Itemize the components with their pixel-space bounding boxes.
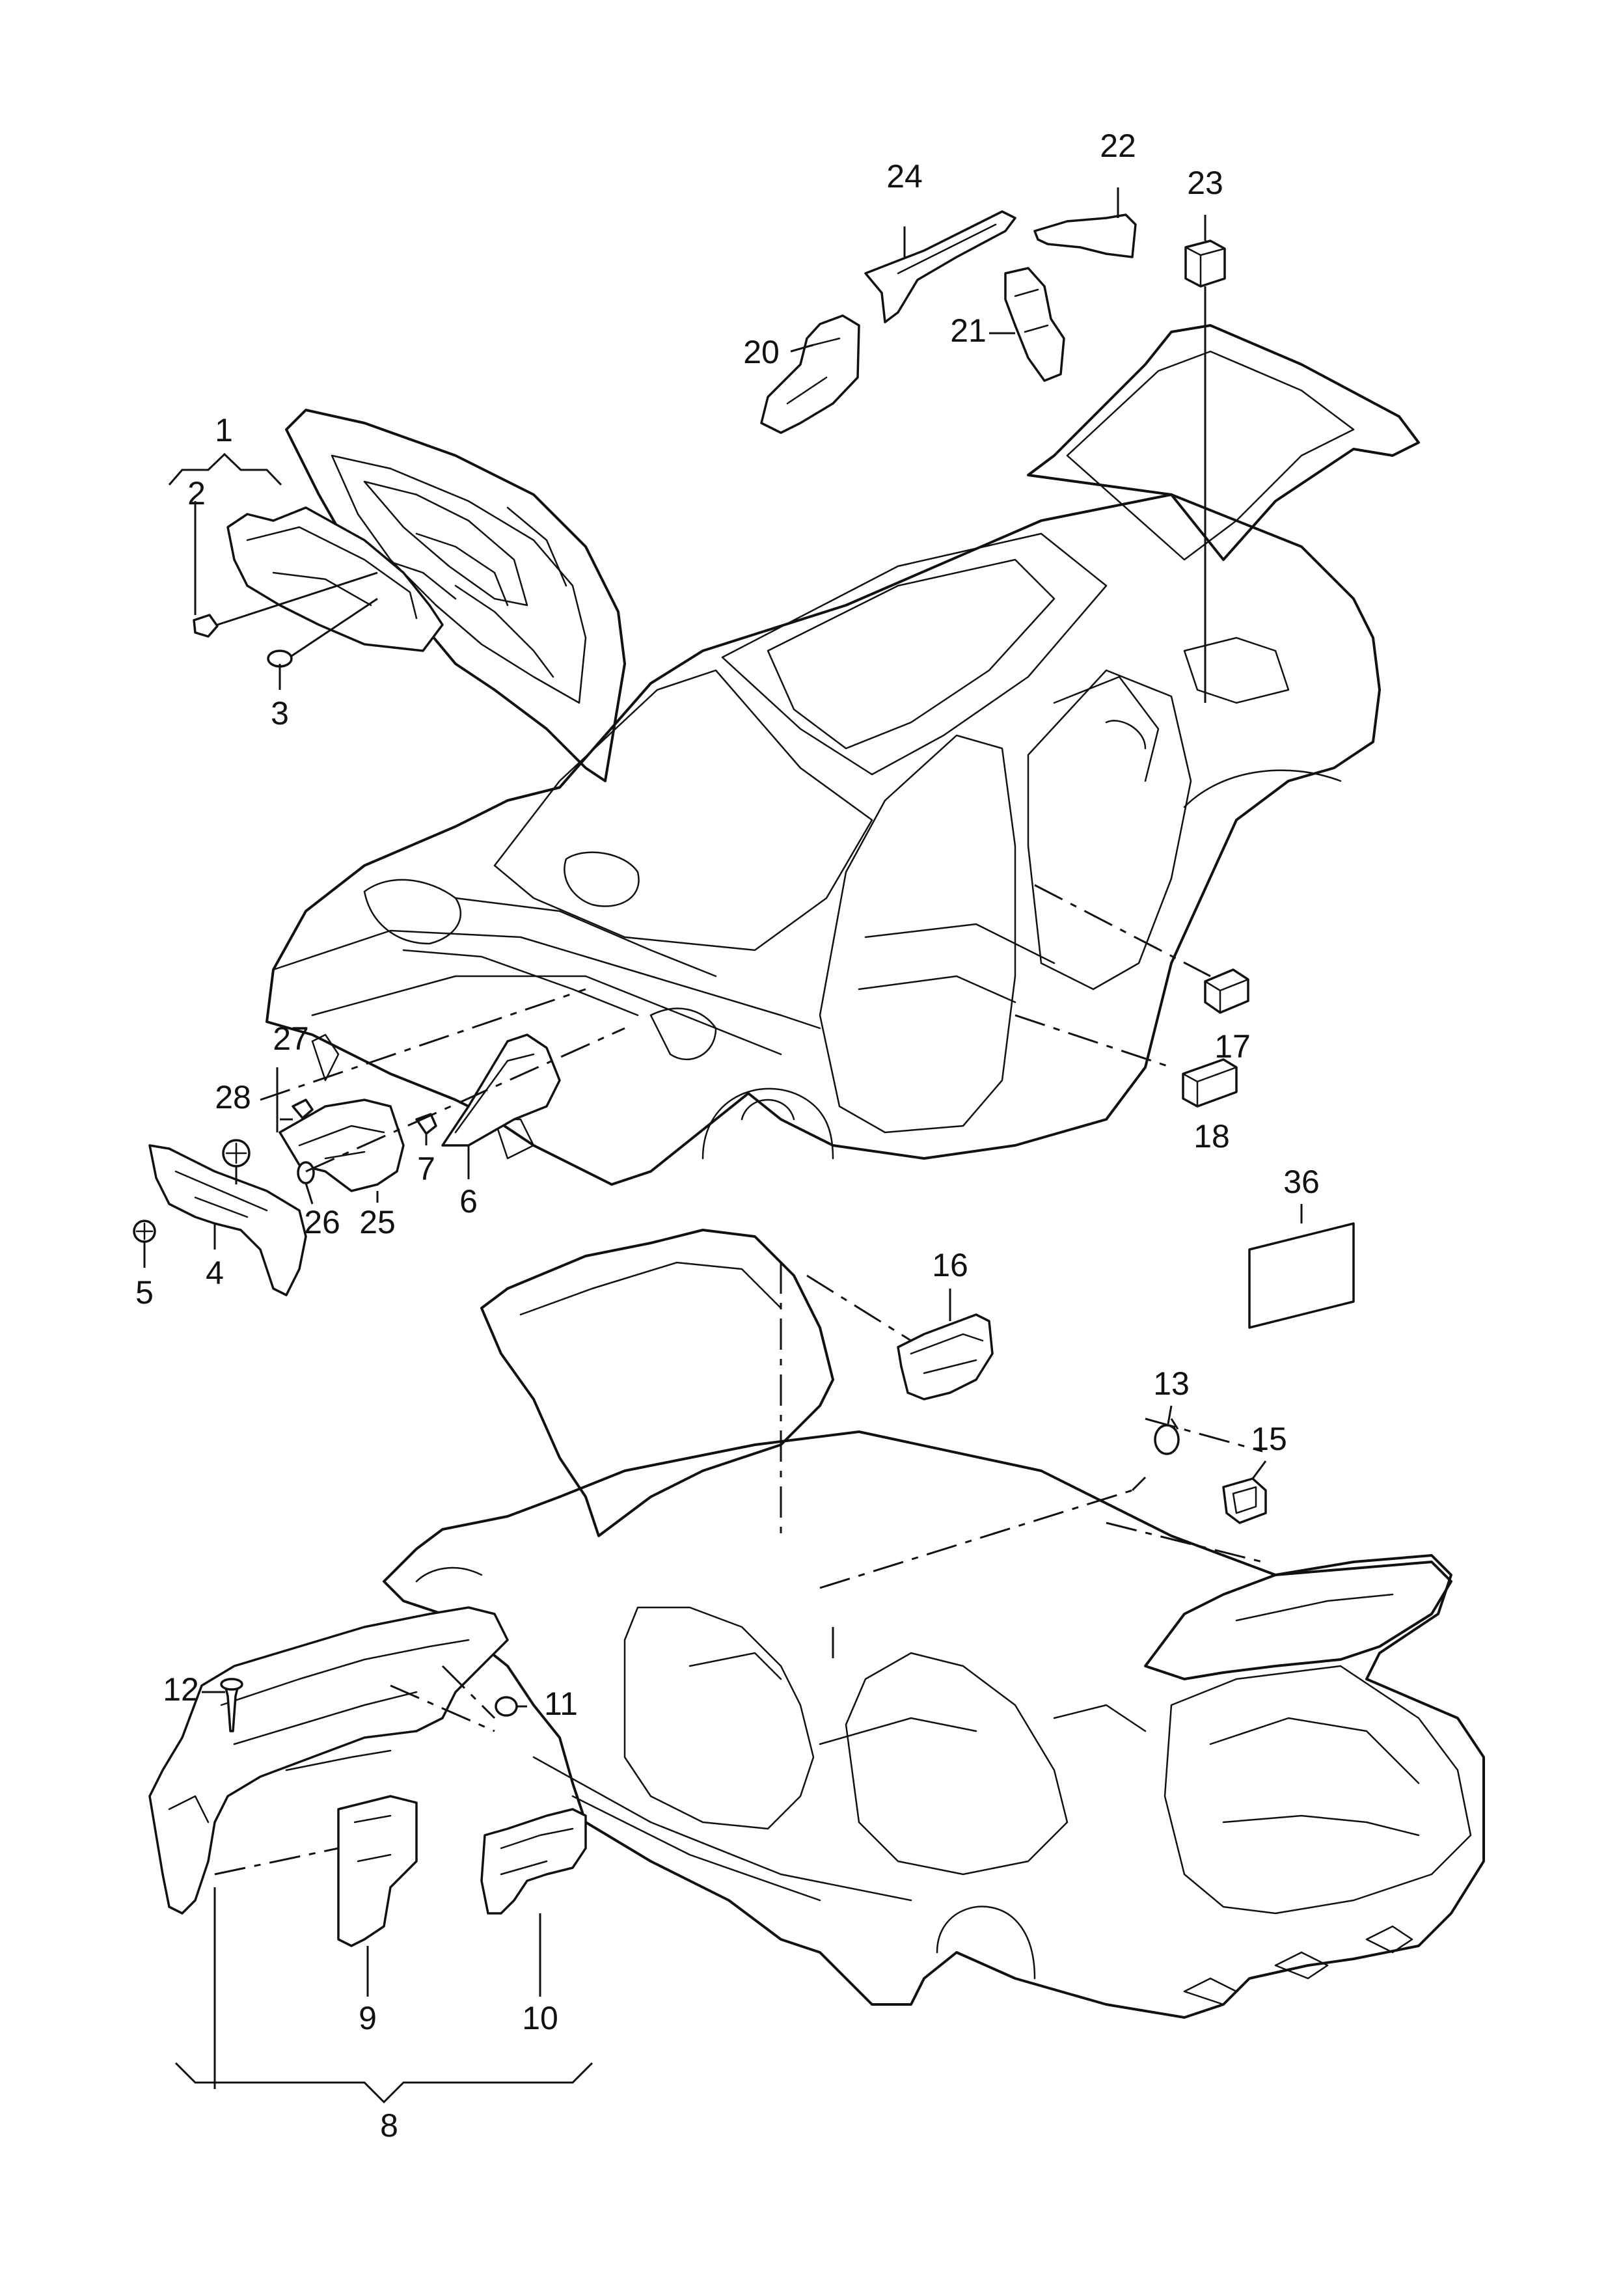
callout-1: 1 (215, 412, 233, 448)
callout-4: 4 (206, 1255, 224, 1291)
callout-15: 15 (1251, 1421, 1287, 1457)
callout-24: 24 (886, 158, 923, 195)
part-16 (897, 1313, 994, 1401)
callout-16: 16 (932, 1247, 968, 1283)
clip-part-15 (1222, 1477, 1267, 1524)
callout-8: 8 (380, 2107, 398, 2144)
block-part-18 (1182, 1058, 1238, 1108)
callout-12: 12 (163, 1671, 199, 1708)
callout-26: 26 (304, 1204, 340, 1240)
rear-reinforcement-parts (760, 210, 1226, 434)
callout-36: 36 (1283, 1164, 1320, 1200)
lower-dashboard-parts (148, 1606, 587, 1947)
upper-car-body (266, 324, 1420, 1186)
callout-bracket-1 (168, 452, 282, 690)
callout-3: 3 (271, 695, 289, 731)
front-underbody-parts (133, 1033, 561, 1296)
callout-21: 21 (950, 312, 987, 349)
callout-5: 5 (135, 1274, 154, 1311)
callout-18: 18 (1193, 1118, 1230, 1155)
callout-25: 25 (359, 1204, 396, 1240)
label-card-part-36 (1248, 1222, 1355, 1329)
callout-7: 7 (417, 1151, 435, 1187)
callout-27: 27 (273, 1020, 309, 1057)
callout-labels: 1 2 3 4 5 6 7 8 9 10 11 12 13 15 16 17 1… (135, 128, 1320, 2144)
callout-22: 22 (1100, 128, 1136, 164)
callout-13: 13 (1153, 1365, 1190, 1402)
lower-car-body (383, 1229, 1485, 2019)
callout-17: 17 (1214, 1028, 1251, 1065)
callout-6: 6 (459, 1183, 478, 1220)
callout-20: 20 (743, 334, 780, 370)
callout-28: 28 (215, 1079, 251, 1115)
callout-9: 9 (359, 2000, 377, 2036)
upper-hood (285, 409, 626, 782)
callout-11: 11 (544, 1686, 578, 1722)
clip-part-2 (193, 614, 219, 638)
block-part-17 (1204, 968, 1249, 1014)
callout-23: 23 (1187, 165, 1223, 201)
hood-insulation-part (226, 506, 444, 652)
washer-part-13 (1154, 1424, 1180, 1455)
callout-bracket-8 (174, 2062, 593, 2104)
callout-10: 10 (522, 2000, 558, 2036)
callout-2: 2 (187, 475, 206, 512)
